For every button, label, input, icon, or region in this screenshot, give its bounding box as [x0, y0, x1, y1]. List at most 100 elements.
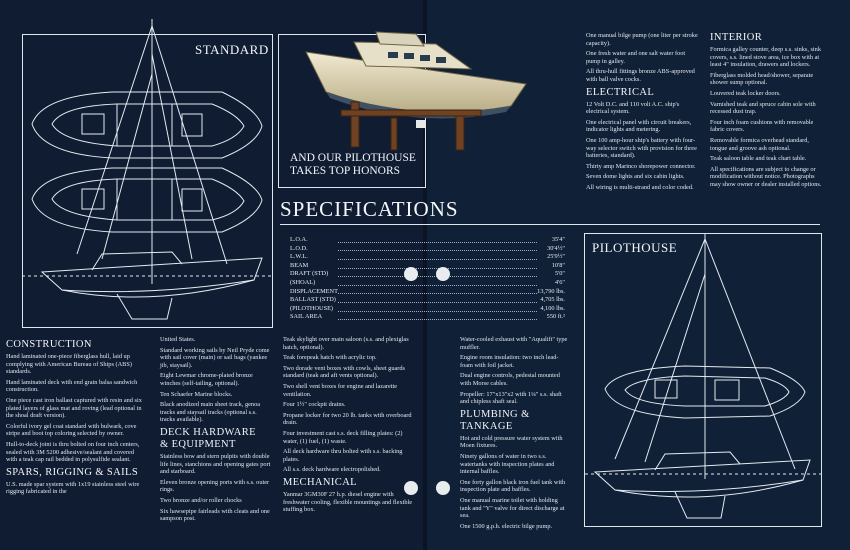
plumbing-heading: PLUMBING & TANKAGE [460, 408, 530, 432]
paragraph: Removable formica overhead standard, ton… [710, 136, 809, 152]
pilothouse-drawing-frame [584, 233, 822, 527]
standard-drawing-frame [22, 34, 273, 328]
paragraph: Two dorade vent boxes with cowls, sheet … [283, 364, 405, 380]
paragraph: Teak forepeak hatch with acrylic top. [283, 354, 377, 362]
paragraph: Hull-to-deck joint is thru bolted on fou… [6, 440, 140, 464]
paragraph: One 1500 g.p.h. electric bilge pump. [460, 522, 553, 530]
paragraph: Louvered teak locker doors. [710, 89, 781, 97]
deck-hardware-heading: DECK HARDWARE [160, 426, 256, 438]
spec-row: BALLAST (STD) 4,705 lbs. [290, 296, 565, 305]
caption-line-2: TAKES TOP HONORS [290, 165, 401, 177]
spec-value: 5'0" [554, 270, 565, 278]
construction-heading: CONSTRUCTION [6, 339, 92, 350]
spec-dots [337, 279, 538, 288]
spec-label: SAIL AREA [290, 313, 323, 321]
paragraph: Two shell vent boxes for engine and laza… [283, 382, 398, 398]
spec-label: L.O.D. [290, 244, 308, 252]
spec-label: (PILOTHOUSE) [290, 304, 334, 312]
paragraph: Dual engine controls, pedestal mounted w… [460, 372, 560, 387]
paragraph: Hand laminated deck with end grain balsa… [6, 378, 138, 394]
paragraph: Fiberglass molded head/shower, separate … [710, 71, 814, 87]
spec-dots [337, 236, 538, 245]
paragraph: Hand laminated one-piece fiberglass hull… [6, 353, 132, 376]
pilothouse-boat-photo [305, 31, 527, 151]
binder-hole [436, 481, 450, 495]
construction-column: CONSTRUCTION Hand laminated one-piece fib… [6, 336, 146, 499]
interior-heading: INTERIOR [710, 32, 763, 43]
spec-row: BEAM 10'8" [290, 262, 565, 271]
paragraph: Standard working sails by Neil Pryde com… [160, 346, 270, 369]
paragraph: Propane locker for two 20 lb. tanks with… [283, 411, 412, 427]
spec-label: BALLAST (STD) [290, 296, 336, 304]
paragraph: One manual bilge pump (one liter per str… [586, 32, 698, 47]
paragraph: Ten Schaefer Marine blocks. [160, 390, 233, 398]
paragraph: U.S. made spar system with 1x19 stainles… [6, 480, 140, 496]
pilothouse-label: PILOTHOUSE [592, 240, 678, 255]
paragraph: One manual marine toilet with holding ta… [460, 496, 565, 520]
pilothouse-caption: AND OUR PILOTHOUSE TAKES TOP HONORS [290, 152, 416, 178]
spec-label: DRAFT (STD) [290, 270, 329, 278]
paragraph: Varnished teak and spruce cabin sole wit… [710, 100, 816, 116]
paragraph: Formica galley counter, deep s.s. sinks,… [710, 46, 821, 69]
spec-row: L.O.D.30'4½" [290, 245, 565, 254]
paragraph: All wiring is multi-strand and color cod… [586, 183, 694, 191]
paragraph: All s.s. deck hardware electropolished. [283, 466, 381, 474]
paragraph: Eight Lewmar chrome-plated bronze winche… [160, 372, 253, 387]
paragraph: All deck hardware thru bolted with s.s. … [283, 448, 403, 463]
paragraph: Colorful ivory gel coat standard with bu… [6, 422, 137, 438]
pilothouse-plan-drawings [585, 234, 821, 519]
spec-dots [337, 305, 538, 314]
paragraph: Ninety gallons of water in two s.s. wate… [460, 452, 555, 476]
specs-top-rule [280, 224, 820, 225]
paragraph: United States. [160, 336, 196, 343]
paragraph: Four 1½" cockpit drains. [283, 401, 346, 409]
spec-dots [337, 296, 538, 305]
paragraph: Yanmar 3GM30F 27 h.p. diesel engine with… [283, 490, 413, 514]
paragraph: Stainless bow and stern pulpits with dou… [160, 452, 271, 476]
spec-row: DISPLACEMENT 13,790 lbs. [290, 288, 565, 297]
electrical-heading: ELECTRICAL [586, 86, 655, 98]
paragraph: Eleven bronze opening ports with s.s. ou… [160, 478, 270, 494]
spec-value: 4,705 lbs. [540, 296, 565, 304]
spec-row: (SHOAL) 4'6" [290, 279, 565, 288]
spec-value: 10'8" [551, 261, 565, 269]
spec-row: L.W.L.25'9½" [290, 253, 565, 262]
paragraph: All specifications are subject to change… [710, 165, 822, 188]
paragraph: Seven dome lights and six cabin lights. [586, 173, 685, 181]
paragraph: Hot and cold pressure water system with … [460, 434, 563, 450]
paragraph: One piece cast iron ballast captured wit… [6, 396, 142, 420]
paragraph: Four inch foam cushions with removable f… [710, 118, 814, 134]
binder-hole [436, 267, 450, 281]
paragraph: Teak skylight over main saloon (s.s. and… [283, 336, 409, 351]
paragraph: Six hawsepipe fairleads with cleats and … [160, 507, 270, 523]
deck-hardware-heading-line2: & EQUIPMENT [160, 438, 236, 450]
spec-label: (SHOAL) [290, 278, 316, 286]
specs-table: L.O.A. 35'4" L.O.D.30'4½"L.W.L.25'9½"BEAM 1… [290, 236, 565, 322]
spars-heading: SPARS, RIGGING & SAILS [6, 466, 139, 478]
paragraph: 12 Volt D.C. and 110 volt A.C. ship's el… [586, 100, 680, 116]
paragraph: Propeller: 17"x13"x2 with 1¼" s.s. shaft… [460, 390, 562, 406]
engine-plumbing-column: Water-cooled exhaust with "Aqualift" typ… [460, 336, 570, 533]
spec-row: DRAFT (STD) 5'0" [290, 270, 565, 279]
spec-value: 13,790 lbs. [537, 287, 565, 295]
paragraph: One fresh water and one salt water foot … [586, 50, 686, 65]
spec-value: 4,100 lbs. [540, 304, 565, 312]
right-column-a: One manual bilge pump (one liter per str… [586, 32, 698, 195]
spec-label: BEAM [290, 261, 309, 269]
spec-row: L.O.A. 35'4" [290, 236, 565, 245]
paragraph: One forty gallon black iron fuel tank wi… [460, 478, 566, 494]
spec-row: (PILOTHOUSE) 4,100 lbs. [290, 305, 565, 314]
paragraph: One electrical panel with circuit breake… [586, 118, 692, 134]
specifications-title: SPECIFICATIONS [280, 197, 459, 221]
right-column-interior: INTERIOR Formica galley counter, deep s.s… [710, 32, 822, 192]
spec-value: 35'4" [551, 236, 565, 243]
standard-plan-drawings [22, 19, 272, 320]
paragraph: Four investment cast s.s. deck filling p… [283, 429, 403, 445]
paragraph: Two bronze and/or roller chocks [160, 496, 242, 504]
spec-label: L.O.A. [290, 236, 308, 243]
paragraph: Black anodized main sheet track, genoa t… [160, 401, 261, 424]
spec-value: 4'6" [554, 278, 565, 286]
spec-label: DISPLACEMENT [290, 287, 338, 295]
caption-line-1: AND OUR PILOTHOUSE [290, 152, 416, 164]
spec-label: L.W.L. [290, 253, 308, 261]
